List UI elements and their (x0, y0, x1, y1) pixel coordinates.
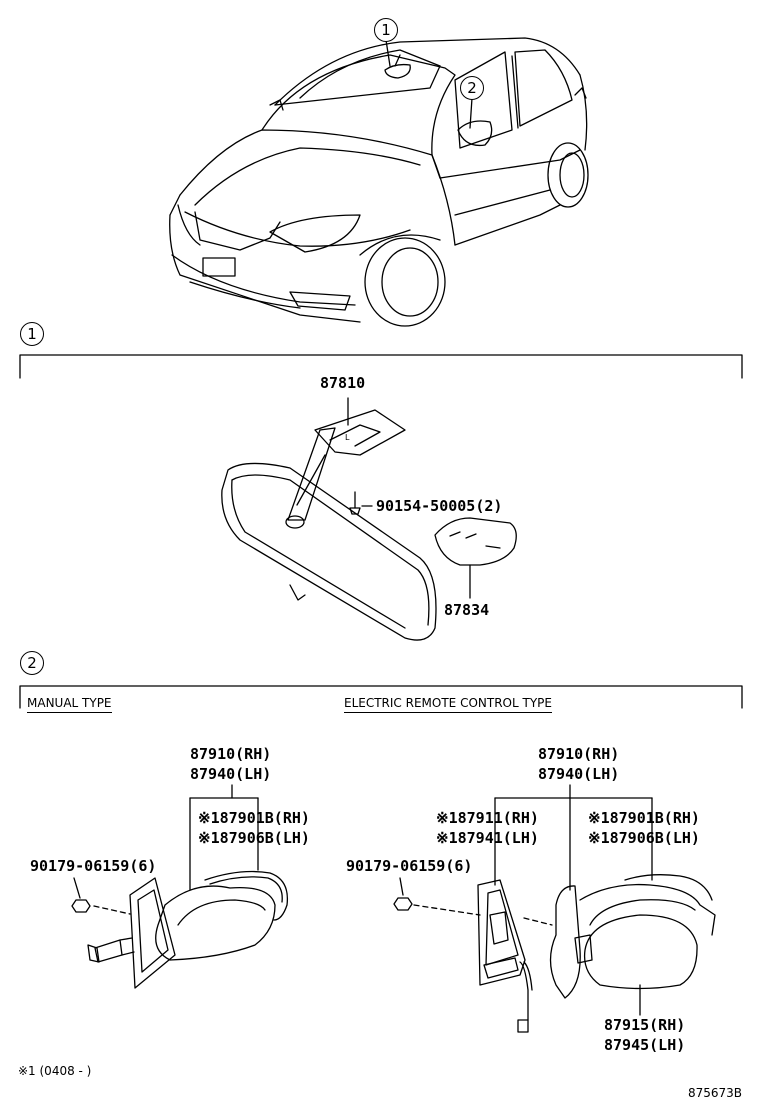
manual-87906b-label: ※187906B(LH) (198, 829, 310, 847)
manual-leader-bracket (189, 784, 259, 891)
inner-rear-view-mirror: L (221, 409, 437, 641)
leader-manual-90179 (73, 877, 81, 899)
electric-87906b-label: ※187906B(LH) (588, 829, 700, 847)
svg-text:L: L (345, 433, 350, 442)
electric-87901b-label: ※187901B(RH) (588, 809, 700, 827)
callout-2-leader (469, 97, 473, 129)
section-2-marker: 2 (20, 651, 44, 675)
callout-1: 1 (374, 18, 398, 42)
electric-87945-label: 87945(LH) (604, 1036, 686, 1054)
callout-2: 2 (460, 76, 484, 100)
electric-type-caption: ELECTRIC REMOTE CONTROL TYPE (344, 696, 552, 713)
section-2-frame (19, 685, 743, 709)
electric-87915-label: 87915(RH) (604, 1016, 686, 1034)
callout-1-leader (385, 39, 391, 67)
electric-87911-label: ※187911(RH) (436, 809, 539, 827)
manual-outer-mirror (71, 870, 289, 989)
section-1-frame (19, 354, 743, 379)
part-87810-label: 87810 (320, 374, 366, 392)
manual-87940-label: 87940(LH) (190, 765, 272, 783)
electric-87910-label: 87910(RH) (538, 745, 620, 763)
electric-outer-mirror (393, 874, 716, 1033)
manual-type-caption: MANUAL TYPE (27, 696, 112, 713)
car-illustration (169, 37, 589, 327)
manual-87901b-label: ※187901B(RH) (198, 809, 310, 827)
manual-bolt-dashline (93, 905, 131, 915)
footnote: ※1 (0408 - ) (18, 1064, 92, 1078)
electric-mount-dashline (523, 917, 553, 926)
manual-87910-label: 87910(RH) (190, 745, 272, 763)
electric-bolt-dashline (413, 904, 481, 916)
electric-87940-label: 87940(LH) (538, 765, 620, 783)
part-90154-label: 90154-50005(2) (376, 497, 503, 515)
electric-90179-label: 90179-06159(6) (346, 857, 473, 875)
electric-87941-label: ※187941(LH) (436, 829, 539, 847)
part-87834-label: 87834 (444, 601, 490, 619)
figure-id: 875673B (688, 1086, 743, 1100)
screw-90154 (349, 491, 361, 515)
section-1-marker: 1 (20, 322, 44, 346)
manual-90179-label: 90179-06159(6) (30, 857, 157, 875)
leader-electric-90179 (399, 877, 404, 896)
electric-leader-bracket (494, 784, 653, 1016)
cover-87834 (434, 517, 517, 566)
